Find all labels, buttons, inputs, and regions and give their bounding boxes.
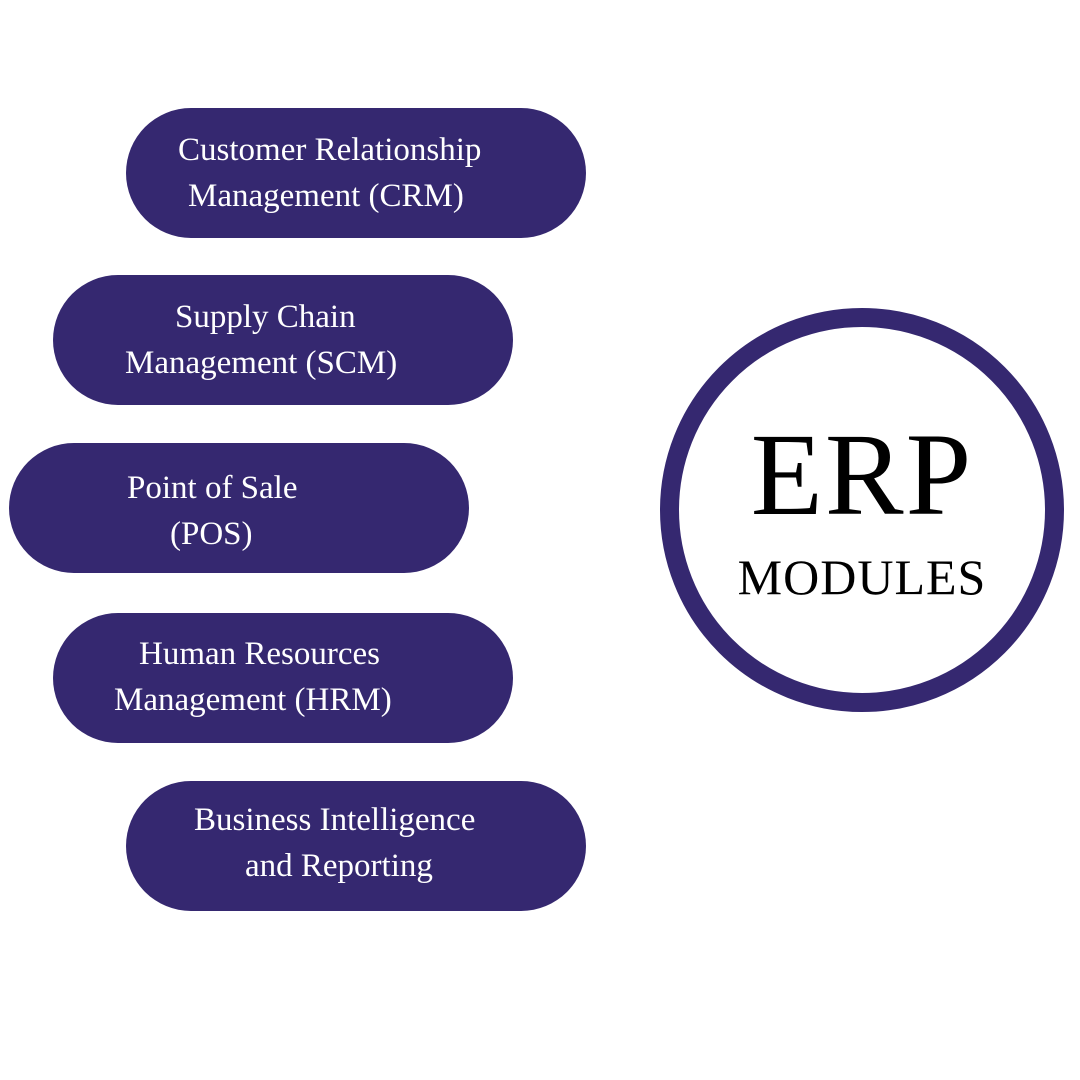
module-pos: Point of Sale (POS) [9, 443, 469, 573]
module-crm-line2: Management (CRM) [188, 178, 464, 214]
module-pos-line1: Point of Sale [127, 470, 298, 506]
module-bi-line1: Business Intelligence [194, 802, 476, 838]
module-bi-line2: and Reporting [245, 848, 433, 884]
module-hrm: Human Resources Management (HRM) [53, 613, 513, 743]
module-hrm-line1: Human Resources [139, 636, 381, 672]
modules-subtitle: MODULES [737, 549, 987, 605]
module-hrm-line2: Management (HRM) [114, 682, 392, 718]
module-scm-line2: Management (SCM) [125, 345, 398, 381]
erp-title: ERP [750, 409, 974, 540]
module-pos-line2: (POS) [170, 516, 253, 552]
module-crm-line1: Customer Relationship [178, 132, 482, 168]
module-bi-reporting: Business Intelligence and Reporting [126, 781, 586, 911]
module-crm: Customer Relationship Management (CRM) [126, 108, 586, 238]
module-scm: Supply Chain Management (SCM) [53, 275, 513, 405]
erp-modules-circle: ERP MODULES [660, 308, 1064, 712]
module-scm-line1: Supply Chain [175, 299, 356, 335]
